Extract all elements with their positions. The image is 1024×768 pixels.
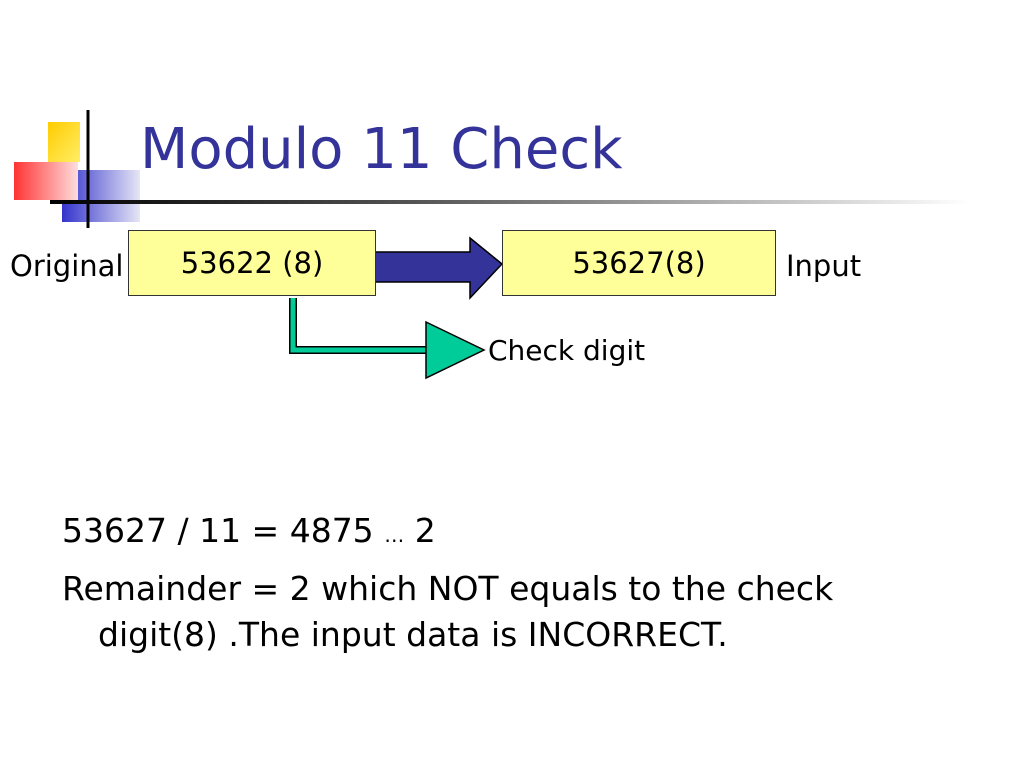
label-check-digit: Check digit (488, 334, 646, 367)
box-input: 53627(8) (502, 230, 776, 296)
box-original: 53622 (8) (128, 230, 376, 296)
blue-arrow-icon (374, 236, 504, 300)
decorative-squares-icon (14, 110, 140, 228)
box-input-text: 53627(8) (572, 246, 706, 280)
label-original: Original (10, 249, 124, 283)
calculation-line: 53627 / 11 = 4875 … 2 (62, 508, 962, 558)
result-line-1: Remainder = 2 which NOT equals to the ch… (62, 569, 834, 608)
slide-title: Modulo 11 Check (140, 117, 623, 182)
result-line-2: digit(8) .The input data is INCORRECT. (98, 615, 728, 654)
calc-rhs: 2 (414, 511, 436, 550)
label-input: Input (786, 249, 862, 283)
green-connector-line (289, 298, 430, 354)
title-underline (50, 200, 970, 204)
box-original-text: 53622 (8) (180, 246, 324, 280)
green-arrow-icon (425, 320, 486, 380)
calc-ellipsis: … (384, 523, 405, 547)
calc-lhs: 53627 / 11 = 4875 (62, 511, 374, 550)
